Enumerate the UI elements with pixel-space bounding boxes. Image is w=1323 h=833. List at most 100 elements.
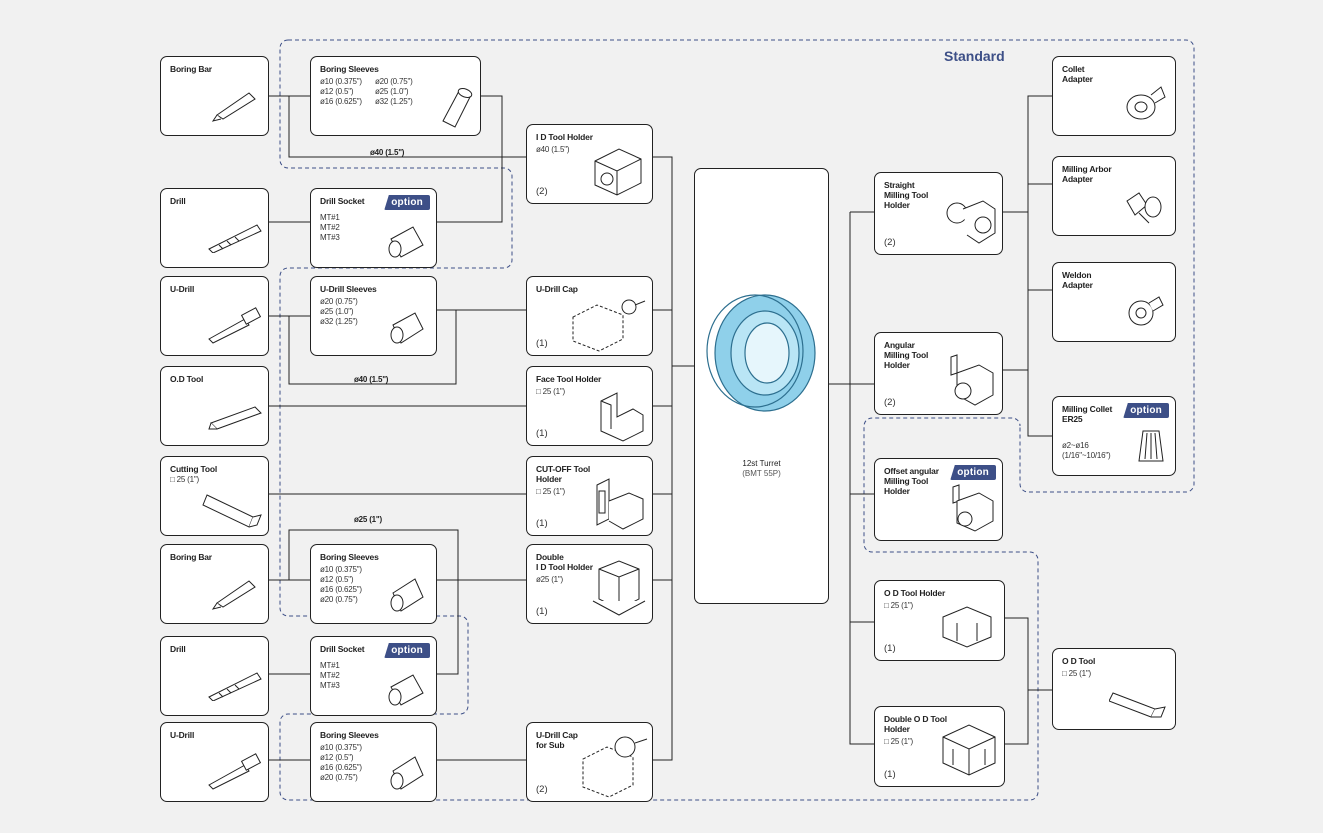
holder-qty: (1): [884, 769, 896, 780]
tool-spec: □ 25 (1"): [170, 475, 199, 484]
option-badge: option: [384, 643, 430, 658]
sleeve-spec: ø20 (0.75") ø25 (1.0") ø32 (1.25"): [375, 77, 413, 106]
turret-subtitle: (BMT 55P): [742, 469, 781, 478]
holder-card-id-tool-holder[interactable]: I D Tool Holder ø40 (1.5") (2): [526, 124, 653, 204]
turret-card[interactable]: 12st Turret (BMT 55P): [694, 168, 829, 604]
sleeve-icon: [390, 312, 424, 344]
sleeve-card-boring-sleeves[interactable]: Boring Sleeves ø10 (0.375") ø12 (0.5") ø…: [310, 722, 437, 802]
holder-card-double-od-tool-holder[interactable]: Double O D Tool Holder □ 25 (1") (1): [874, 706, 1005, 787]
sleeve-icon: [442, 88, 473, 128]
holder-title: Angular Milling Tool Holder: [884, 340, 929, 370]
holder-title: I D Tool Holder: [536, 132, 593, 142]
sleeve-spec: ø10 (0.375") ø12 (0.5") ø16 (0.625") ø20…: [320, 565, 362, 604]
straight-milling-icon: [946, 200, 996, 244]
tool-card-boring-bar[interactable]: Boring Bar: [160, 544, 269, 624]
holder-card-double-id-tool-holder[interactable]: Double I D Tool Holder ø25 (1") (1): [526, 544, 653, 624]
holder-qty: (2): [536, 186, 548, 197]
holder-title: Face Tool Holder: [536, 374, 602, 384]
tool-title: O D Tool: [1062, 656, 1096, 666]
holder-qty: (1): [536, 606, 548, 617]
holder-qty: (2): [884, 237, 896, 248]
tool-title: Boring Bar: [170, 552, 212, 562]
tool-card-drill[interactable]: Drill: [160, 188, 269, 268]
holder-title: CUT-OFF Tool Holder: [536, 464, 591, 484]
od-tool-icon: [208, 406, 262, 430]
adapter-title: Milling Arbor Adapter: [1062, 164, 1112, 184]
sleeve-card-u-drill-sleeves[interactable]: U-Drill Sleeves ø20 (0.75") ø25 (1.0") ø…: [310, 276, 437, 356]
u-drill-icon: [208, 307, 262, 344]
collet-icon: [1138, 430, 1164, 462]
tool-card-u-drill[interactable]: U-Drill: [160, 276, 269, 356]
tool-card-u-drill[interactable]: U-Drill: [160, 722, 269, 802]
tool-title: Cutting Tool: [170, 464, 218, 474]
adapter-card-milling-collet[interactable]: Milling Collet ER25 option ø2~ø16 (1/16"…: [1052, 396, 1176, 476]
drill-icon: [208, 672, 262, 701]
holder-spec: □ 25 (1"): [536, 487, 565, 496]
adapter-card-weldon[interactable]: Weldon Adapter: [1052, 262, 1176, 342]
tool-card-cutting-tool[interactable]: Cutting Tool □ 25 (1"): [160, 456, 269, 536]
holder-card-angular-milling[interactable]: Angular Milling Tool Holder (2): [874, 332, 1003, 415]
sleeve-title: Boring Sleeves: [320, 730, 379, 740]
holder-spec: ø40 (1.5"): [536, 145, 570, 154]
holder-title: U-Drill Cap: [536, 284, 578, 294]
turret-title: 12st Turret: [742, 459, 781, 468]
sleeve-title: U-Drill Sleeves: [320, 284, 377, 294]
holder-spec: □ 25 (1"): [884, 737, 913, 746]
tool-card-od-tool[interactable]: O.D Tool: [160, 366, 269, 446]
double-id-holder-icon: [592, 560, 646, 616]
holder-spec: □ 25 (1"): [884, 601, 913, 610]
holder-card-face-tool-holder[interactable]: Face Tool Holder □ 25 (1") (1): [526, 366, 653, 446]
holder-card-od-tool-holder[interactable]: O D Tool Holder □ 25 (1") (1): [874, 580, 1005, 661]
arbor-adapter-icon: [1126, 192, 1162, 224]
offset-milling-icon: [952, 484, 994, 532]
holder-title: O D Tool Holder: [884, 588, 946, 598]
holder-title: Offset angular Milling Tool Holder: [884, 466, 939, 496]
tool-card-od-tool-right[interactable]: O D Tool □ 25 (1"): [1052, 648, 1176, 730]
holder-qty: (1): [884, 643, 896, 654]
holder-title: Double I D Tool Holder: [536, 552, 593, 572]
double-od-holder-icon: [942, 724, 996, 776]
tool-title: U-Drill: [170, 730, 195, 740]
cutting-tool-icon: [202, 494, 262, 528]
sleeve-card-drill-socket[interactable]: Drill Socket option MT#1 MT#2 MT#3: [310, 636, 437, 716]
socket-icon: [388, 226, 424, 258]
sleeve-card-boring-sleeves[interactable]: Boring Sleeves ø10 (0.375") ø12 (0.5") ø…: [310, 56, 481, 136]
option-badge: option: [1123, 403, 1169, 418]
holder-card-u-drill-cap-sub[interactable]: U-Drill Cap for Sub (2): [526, 722, 653, 802]
tool-title: Drill: [170, 644, 186, 654]
od-tool-icon: [1109, 692, 1166, 718]
boring-bar-icon: [211, 580, 256, 610]
holder-card-u-drill-cap[interactable]: U-Drill Cap (1): [526, 276, 653, 356]
adapter-card-milling-arbor[interactable]: Milling Arbor Adapter: [1052, 156, 1176, 236]
u-drill-cap-icon: [582, 736, 648, 798]
holder-card-offset-angular-milling[interactable]: Offset angular Milling Tool Holder optio…: [874, 458, 1003, 541]
holder-qty: (1): [536, 338, 548, 349]
sleeve-spec: ø10 (0.375") ø12 (0.5") ø16 (0.625"): [320, 77, 362, 106]
holder-card-cutoff-tool-holder[interactable]: CUT-OFF Tool Holder □ 25 (1") (1): [526, 456, 653, 536]
sleeve-spec: MT#1 MT#2 MT#3: [320, 661, 340, 690]
tool-card-drill[interactable]: Drill: [160, 636, 269, 716]
sleeve-card-boring-sleeves[interactable]: Boring Sleeves ø10 (0.375") ø12 (0.5") ø…: [310, 544, 437, 624]
option-badge: option: [950, 465, 996, 480]
holder-card-straight-milling[interactable]: Straight Milling Tool Holder (2): [874, 172, 1003, 255]
tool-card-boring-bar[interactable]: Boring Bar: [160, 56, 269, 136]
standard-group-label: Standard: [944, 48, 1005, 64]
bore-size-label: ø25 (1"): [354, 515, 382, 524]
option-badge: option: [384, 195, 430, 210]
tool-title: U-Drill: [170, 284, 195, 294]
sleeve-title: Boring Sleeves: [320, 64, 379, 74]
holder-title: U-Drill Cap for Sub: [536, 730, 578, 750]
adapter-card-collet[interactable]: Collet Adapter: [1052, 56, 1176, 136]
tool-title: Drill: [170, 196, 186, 206]
turret-icon: [706, 294, 816, 412]
adapter-title: Weldon Adapter: [1062, 270, 1093, 290]
sleeve-title: Boring Sleeves: [320, 552, 379, 562]
sleeve-title: Drill Socket: [320, 644, 365, 654]
drill-icon: [208, 224, 262, 253]
sleeve-icon: [390, 578, 424, 612]
sleeve-card-drill-socket[interactable]: Drill Socket option MT#1 MT#2 MT#3: [310, 188, 437, 268]
holder-qty: (1): [536, 518, 548, 529]
tool-title: Boring Bar: [170, 64, 212, 74]
